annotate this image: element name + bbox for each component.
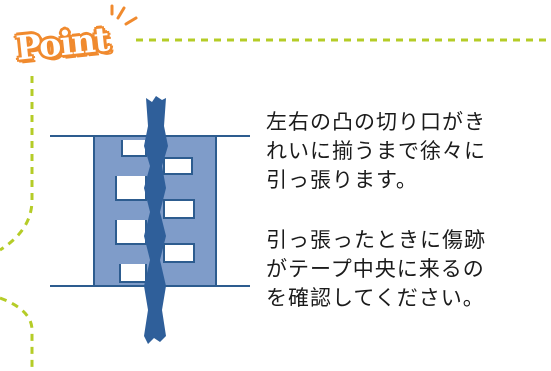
badge-label: Point xyxy=(14,19,111,68)
text-line: がテープ中央に来るの xyxy=(266,257,485,281)
instruction-paragraph-1: 左右の凸の切り口がき れいに揃うまで徐々に 引っ張ります。 xyxy=(266,108,536,195)
text-line: 左右の凸の切り口がき xyxy=(266,110,486,134)
sparkle-icon xyxy=(110,4,138,26)
text-line: 引っ張ります。 xyxy=(266,168,418,192)
torn-center-strip xyxy=(144,96,168,344)
point-badge: Point xyxy=(6,6,136,76)
left-notches xyxy=(115,140,147,283)
text-line: 引っ張ったときに傷跡 xyxy=(266,228,486,252)
text-line: れいに揃うまで徐々に xyxy=(266,139,486,163)
instruction-paragraph-2: 引っ張ったときに傷跡 がテープ中央に来るの を確認してください。 xyxy=(266,226,536,313)
text-line: を確認してください。 xyxy=(266,286,485,310)
right-notches xyxy=(163,157,195,263)
tape-cut-diagram xyxy=(50,96,250,344)
